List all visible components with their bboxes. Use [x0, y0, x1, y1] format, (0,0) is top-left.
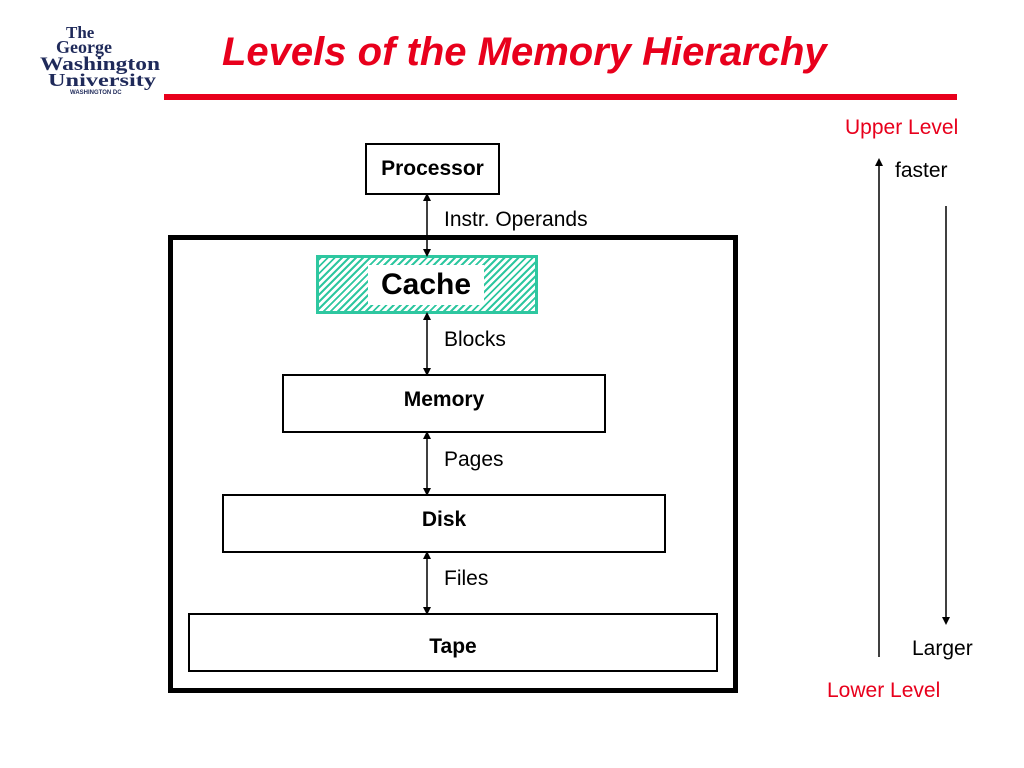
- transfer-label-instr-operands: Instr. Operands: [444, 208, 588, 231]
- memory-label: Memory: [403, 388, 485, 411]
- logo-line-2: George: [56, 37, 112, 57]
- larger-label: Larger: [912, 637, 973, 660]
- memory-box: Memory: [282, 374, 606, 433]
- cache-label: Cache: [368, 265, 484, 305]
- logo-line-1: The: [66, 23, 95, 42]
- processor-box: Processor: [365, 143, 500, 195]
- transfer-label-files: Files: [444, 567, 489, 590]
- transfer-label-pages: Pages: [444, 448, 504, 471]
- page-title: Levels of the Memory Hierarchy: [222, 30, 827, 74]
- transfer-label-blocks: Blocks: [444, 328, 506, 351]
- lower-level-label: Lower Level: [827, 679, 941, 702]
- title-underline: [164, 94, 957, 100]
- tape-box: Tape: [188, 613, 718, 672]
- processor-label: Processor: [381, 157, 484, 180]
- faster-label: faster: [895, 159, 948, 182]
- disk-box: Disk: [222, 494, 666, 553]
- logo-line-3: Washington: [40, 54, 161, 75]
- memory-hierarchy-frame: [168, 235, 738, 693]
- logo-line-5: WASHINGTON DC: [70, 90, 122, 96]
- disk-label: Disk: [421, 508, 467, 531]
- logo-line-4: University: [48, 70, 156, 90]
- upper-level-label: Upper Level: [845, 116, 959, 139]
- tape-label: Tape: [429, 635, 477, 658]
- university-logo: The George Washington University WASHING…: [36, 22, 168, 96]
